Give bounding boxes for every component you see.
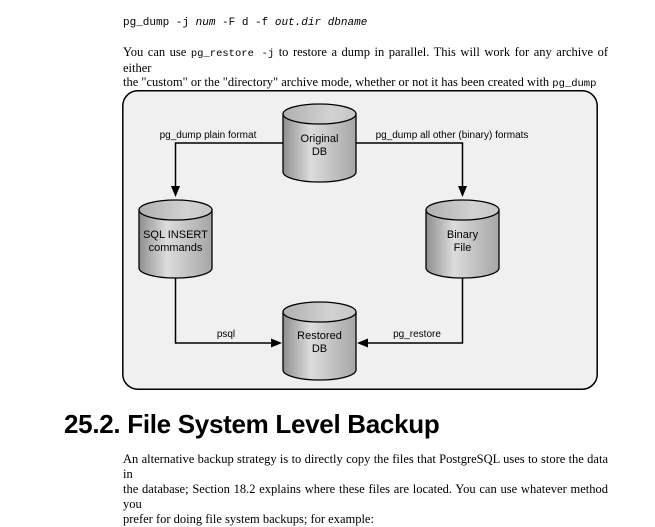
diagram-frame [122, 90, 598, 390]
arrowhead-down-right [458, 186, 467, 197]
text-run: to restore a dump in parallel. This will… [123, 45, 608, 75]
node-label: Restored [297, 330, 342, 342]
text-run: You can use [123, 45, 191, 59]
arrowhead-down-left [171, 186, 180, 197]
edge-label-psql: psql [217, 329, 235, 340]
text-run: the database; [123, 482, 193, 496]
code-literal [321, 17, 328, 29]
edge-label-plain-format: pg_dump plain format [160, 130, 257, 141]
cylinder-body [282, 312, 357, 381]
edge-plain-format-line [174, 142, 283, 187]
node-label: File [454, 242, 472, 254]
paragraph-line: prefer for doing file system backups; fo… [123, 512, 608, 527]
paragraph-line: the database; Section 18.2 explains wher… [123, 482, 608, 512]
cylinder-body [138, 210, 213, 279]
cylinder-body [425, 210, 500, 279]
code-literal: -F d -f [215, 17, 275, 29]
paragraph-line: An alternative backup strategy is to dir… [123, 452, 608, 482]
text-run: prefer for doing file system backups; fo… [123, 512, 374, 526]
code-synopsis: pg_dump -j num -F d -f out.dir dbname [123, 17, 367, 30]
diagram-arrowheads [171, 186, 467, 348]
paragraph-line: You can use pg_restore -j to restore a d… [123, 45, 608, 75]
backup-flow-diagram: pg_dump plain format pg_dump all other (… [122, 90, 598, 390]
node-label: DB [312, 146, 327, 158]
inline-code-pg-restore: pg_restore -j [190, 48, 275, 60]
edge-psql-line [174, 278, 272, 344]
node-label: Binary [447, 229, 479, 241]
cylinder-top [425, 199, 500, 221]
code-variable-outdir: out.dir [274, 17, 322, 29]
diagram-edges [174, 142, 464, 344]
cylinder-top [282, 301, 357, 323]
section-heading: 25.2. File System Level Backup [64, 409, 440, 439]
node-original-db: Original DB [282, 103, 357, 183]
node-label: DB [312, 343, 327, 355]
edge-pg-restore-line [367, 278, 464, 344]
node-binary-file: Binary File [425, 199, 500, 279]
body-paragraph: An alternative backup strategy is to dir… [123, 452, 608, 527]
node-restored-db: Restored DB [282, 301, 357, 381]
node-label: Original [301, 133, 339, 145]
code-variable-num: num [195, 17, 216, 29]
text-run: An alternative backup strategy is to dir… [123, 452, 608, 481]
text-run: the "custom" or the "directory" archive … [123, 75, 553, 89]
section-18-2-reference: Section 18.2 [192, 482, 256, 496]
code-variable-dbname: dbname [327, 17, 368, 29]
arrowhead-right [271, 338, 282, 348]
node-label: SQL INSERT [143, 229, 208, 241]
edge-label-pg-restore: pg_restore [393, 329, 441, 340]
edge-binary-format-line [356, 142, 464, 187]
arrowhead-left [357, 338, 368, 348]
code-literal: pg_dump -j [123, 17, 196, 29]
cylinder-top [138, 199, 213, 221]
node-label: commands [149, 242, 203, 254]
node-sql-insert-commands: SQL INSERT commands [138, 199, 213, 279]
documentation-page: { "synopsis": { "c1": "pg_dump -j ", "v1… [64, 17, 608, 526]
edge-label-binary-formats: pg_dump all other (binary) formats [376, 130, 529, 141]
cylinder-top [282, 103, 357, 125]
cylinder-body [282, 114, 357, 183]
